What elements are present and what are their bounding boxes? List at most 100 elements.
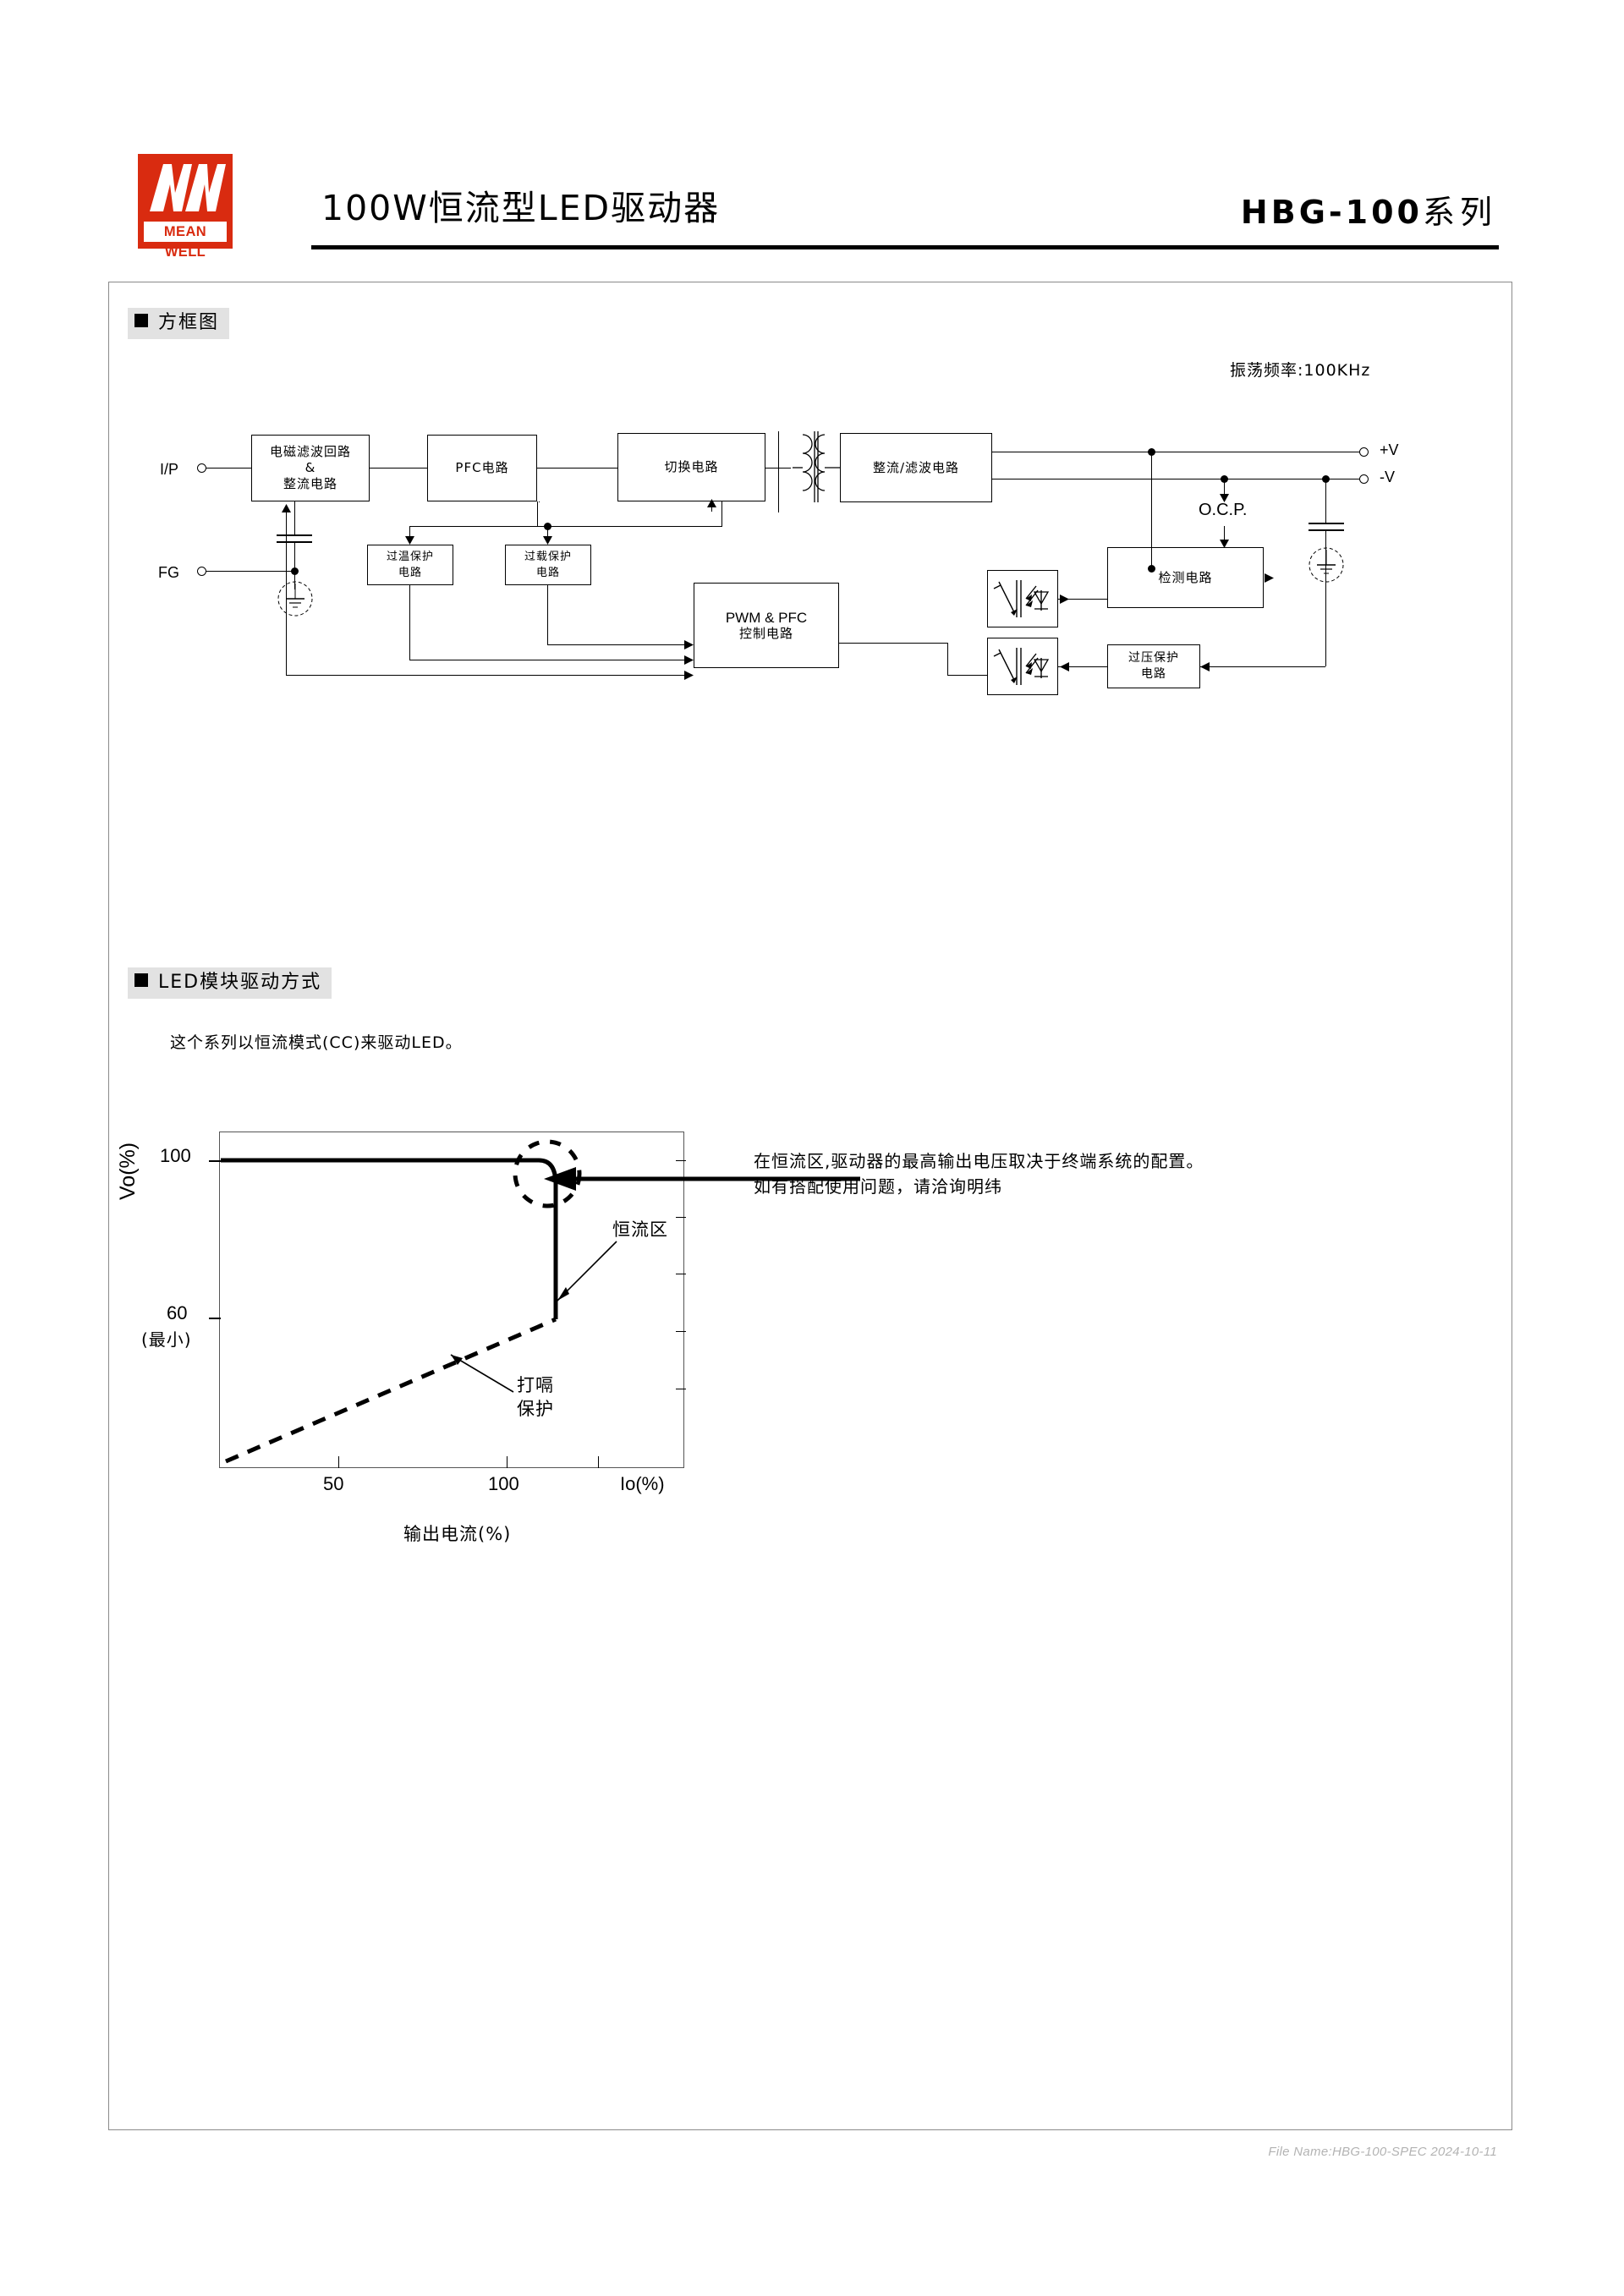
box-pwm-line2: 控制电路	[738, 625, 793, 641]
wire-pwm-feedback-bottom	[286, 675, 688, 676]
wire-pfc-down	[537, 501, 538, 526]
spacer-a	[539, 501, 540, 502]
wire-ip-to-emi	[206, 468, 251, 469]
chart-caption: 输出电流(%)	[403, 1524, 512, 1544]
optocoupler-symbol-icon	[993, 648, 1050, 685]
optocoupler-symbol-icon	[993, 580, 1050, 617]
arrow-head-detect-out-icon	[1265, 573, 1274, 583]
chart-note: 在恒流区,驱动器的最高输出电压取决于终端系统的配置。 如有搭配使用问题，请洽询明…	[754, 1148, 1204, 1199]
wire-ovp-sense-up	[1325, 531, 1326, 666]
wire-pwm-to-opto2-v	[947, 643, 948, 675]
vpos-terminal-node	[1359, 447, 1369, 457]
wire-pwm-to-opto2-in	[947, 675, 987, 676]
arrow-head-switching-ctrl-icon	[707, 499, 716, 507]
leader-line-hiccup	[450, 1354, 514, 1393]
box-over-temperature-protection: 过温保护 电路	[367, 545, 453, 585]
y-tick-label-60: 60	[167, 1302, 188, 1323]
junction-dot-fg	[291, 567, 299, 575]
arrow-head-olp-icon	[543, 536, 552, 545]
arrow-head-pwm-c-icon	[684, 671, 694, 680]
vpos-terminal-label: +V	[1380, 441, 1399, 458]
box-detection: 检测电路	[1107, 547, 1264, 608]
box-otp-line2: 电路	[398, 567, 422, 579]
cap-plate-top	[277, 534, 312, 536]
model-number: HBG-100系列	[1241, 193, 1497, 232]
arrow-head-pwm-b-icon	[684, 655, 694, 665]
led-drive-intro: 这个系列以恒流模式(CC)来驱动LED。	[170, 1033, 463, 1052]
y-tick-mark-right-4	[676, 1331, 686, 1332]
wire-ovp-to-opto2	[1058, 666, 1107, 667]
arrow-head-feedback-up-icon	[282, 504, 291, 512]
y-tick-mark-60	[209, 1318, 221, 1319]
page-header: MEAN WELL 100W恒流型LED驱动器 HBG-100系列	[0, 0, 1624, 260]
wire-otp-out	[409, 585, 410, 660]
annotation-hiccup-line2: 保护	[517, 1399, 554, 1419]
block-diagram: I/P 电磁滤波回路 & 整流电路 FG PFC电路	[109, 282, 1513, 756]
model-code: HBG-100	[1240, 194, 1423, 231]
transformer-icon	[793, 431, 840, 502]
y-axis-title: Vo(%)	[116, 1142, 140, 1200]
chart-note-line1: 在恒流区,驱动器的最高输出电压取决于终端系统的配置。	[754, 1151, 1204, 1171]
earth-symbol-secondary-icon	[1309, 547, 1344, 583]
note-pointer-arrow	[544, 1167, 860, 1191]
optocoupler-top	[987, 570, 1058, 627]
leader-line-cc-region	[557, 1241, 617, 1301]
page-footer: File Name:HBG-100-SPEC 2024-10-11	[1268, 2145, 1497, 2159]
curve-constant-current	[221, 1158, 558, 1319]
ocp-label: O.C.P.	[1199, 501, 1248, 519]
x-tick-mark-50	[338, 1456, 339, 1468]
section-title-text: 方框图	[158, 312, 220, 333]
wire-switching-down	[721, 501, 722, 526]
y-tick-mark-right-2	[676, 1217, 686, 1218]
vneg-terminal-node	[1359, 474, 1369, 484]
out-cap-plate-top	[1309, 523, 1344, 524]
box-emi-line2: &	[304, 460, 316, 475]
mw-monogram-icon	[145, 159, 226, 216]
wire-olp-out	[547, 585, 548, 644]
junction-dot-vpos	[1148, 448, 1155, 456]
wire-vpos-down	[1151, 455, 1152, 568]
section-title-text: LED模块驱动方式	[158, 972, 322, 993]
annotation-hiccup-protection: 打嗝 保护	[517, 1373, 554, 1421]
logo-wordmark: MEAN WELL	[144, 222, 227, 260]
box-emi-line3: 整流电路	[283, 476, 337, 491]
arrow-head-detect-icon	[1220, 540, 1229, 548]
wire-fg	[206, 571, 296, 572]
curve-hiccup-protection	[225, 1317, 557, 1464]
box-pwm-line1: PWM & PFC	[725, 609, 808, 626]
annotation-hiccup-line1: 打嗝	[517, 1375, 554, 1395]
x-tick-mark-max	[598, 1456, 599, 1468]
box-olp-line1: 过载保护	[524, 551, 572, 563]
input-terminal-node	[197, 463, 206, 473]
box-pfc: PFC电路	[427, 435, 537, 501]
fg-terminal-label: FG	[158, 564, 179, 581]
cc-cv-chart: 100 60 (最小) Vo(%) 50 100 Io(%)	[109, 282, 1513, 1551]
box-over-voltage-protection: 过压保护 电路	[1107, 644, 1200, 688]
wire-pwm-to-opto2-h	[839, 643, 947, 644]
y-tick-sublabel-min: (最小)	[141, 1329, 192, 1350]
arrow-head-ovp-icon	[1200, 662, 1210, 671]
optocoupler-bottom	[987, 638, 1058, 695]
y-tick-mark-right-1	[676, 1160, 686, 1161]
box-emi-rectifier: 电磁滤波回路 & 整流电路	[251, 435, 370, 501]
wire-switching-bus	[547, 526, 722, 527]
box-otp-line1: 过温保护	[386, 551, 434, 563]
mean-well-logo: MEAN WELL	[138, 154, 233, 260]
wire-to-ocp	[1224, 482, 1225, 499]
arrow-head-ocp-icon	[1220, 494, 1229, 502]
highlight-circle-icon	[513, 1139, 582, 1208]
oscillation-frequency-label: 振荡频率:100KHz	[1230, 361, 1371, 380]
wire-detect-to-opto	[1058, 599, 1107, 600]
fg-terminal-node	[197, 567, 206, 576]
earth-symbol-primary-icon	[277, 581, 313, 616]
x-axis-title: Io(%)	[620, 1473, 665, 1494]
xfmr-primary-bus	[778, 431, 779, 512]
chart-plot-area	[219, 1132, 684, 1468]
x-tick-label-100: 100	[488, 1473, 519, 1494]
box-overload-protection: 过载保护 电路	[505, 545, 591, 585]
wire-vneg-down	[1325, 482, 1326, 523]
wire-ovp-sense	[1200, 666, 1325, 667]
box-olp-line2: 电路	[535, 567, 560, 579]
wire-emi-to-pfc	[370, 468, 427, 469]
junction-dot-ocp-tap	[1221, 475, 1228, 483]
